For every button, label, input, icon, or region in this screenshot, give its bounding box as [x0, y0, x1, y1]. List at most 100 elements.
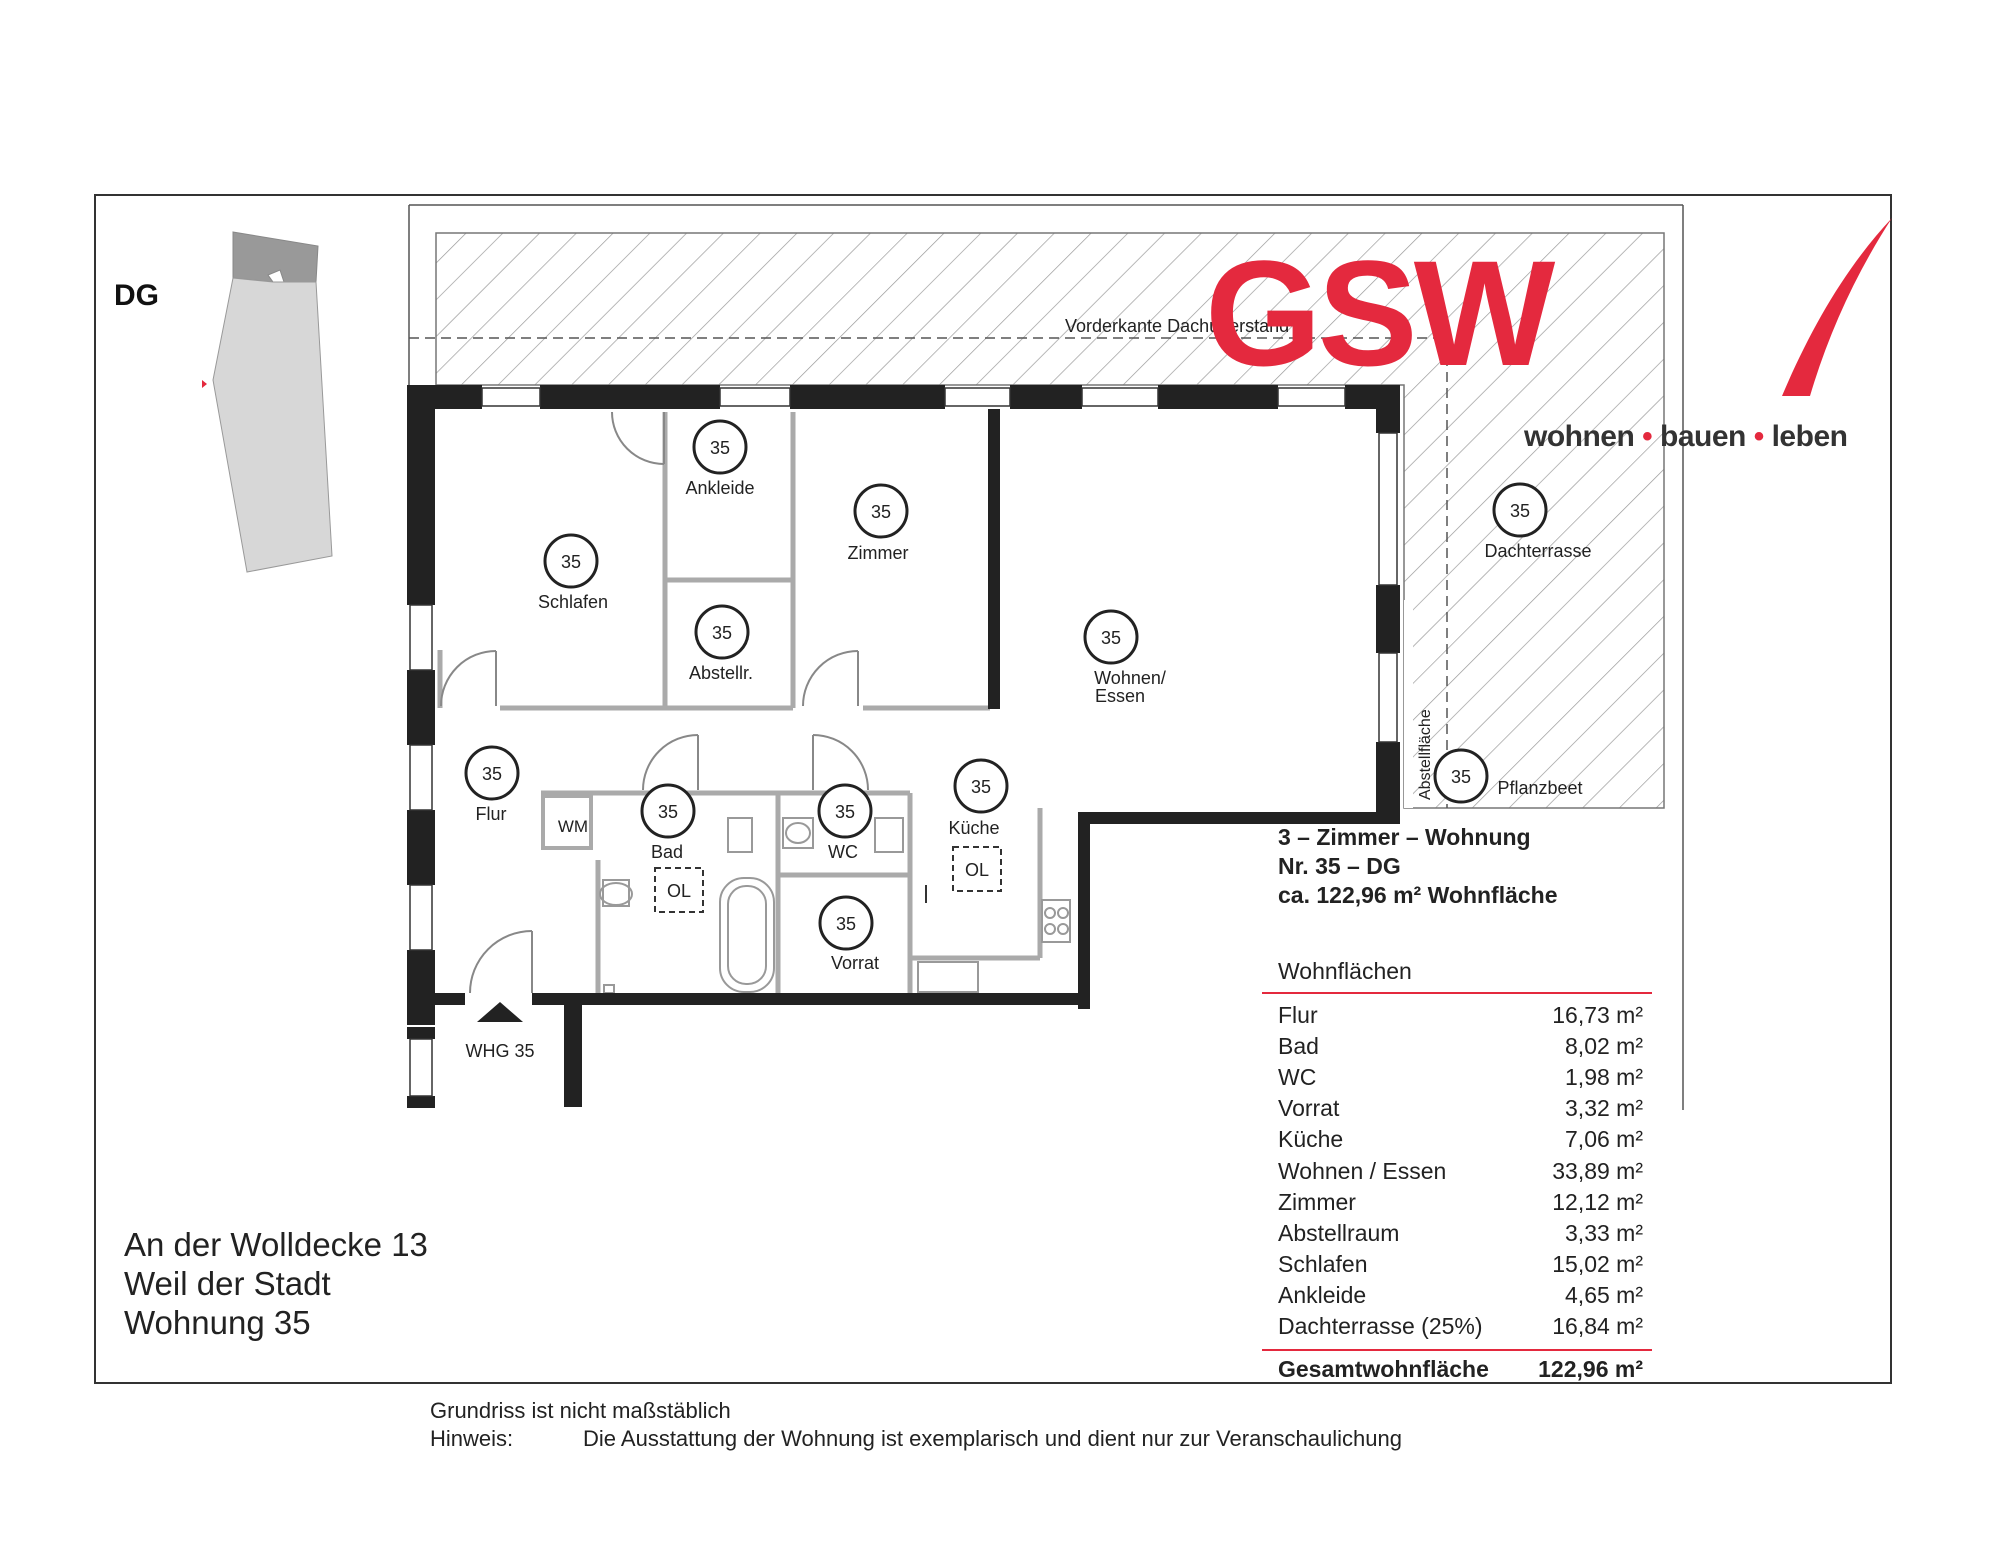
area-row: Dachterrasse (25%) 16,84 m² — [1278, 1313, 1643, 1344]
apartment-type: 3 – Zimmer – Wohnung — [1278, 824, 1531, 850]
area-row-value: 1,98 m² — [1565, 1064, 1643, 1091]
planter-label: Pflanzbeet — [1497, 778, 1582, 798]
tag-schlafen — [543, 533, 599, 589]
drawing-frame — [94, 194, 1892, 1384]
roof-area — [408, 204, 1684, 1110]
company-logo: GSW — [1205, 229, 1555, 397]
tag-dachterrasse — [1492, 482, 1548, 538]
tag-number: 35 — [836, 914, 856, 934]
tag-abstellr — [694, 604, 750, 660]
tag-number: 35 — [658, 802, 678, 822]
plan-labels: Vorderkante Dachüberstand 35 35 35 35 35… — [465, 316, 1591, 1061]
interior-partitions — [437, 412, 1043, 995]
exterior-walls — [407, 385, 1400, 1108]
area-row: Ankleide 4,65 m² — [1278, 1282, 1643, 1313]
area-row-name: Küche — [1278, 1126, 1344, 1153]
area-row-name: Wohnen / Essen — [1278, 1157, 1447, 1184]
tag-number: 35 — [1101, 628, 1121, 648]
tag-ankleide — [692, 419, 748, 475]
skylight-boxes — [654, 846, 1002, 913]
tag-bad — [640, 783, 696, 839]
tag-number: 35 — [1510, 501, 1530, 521]
address-city: Weil der Stadt — [124, 1265, 331, 1302]
room-label-kueche: Küche — [948, 818, 999, 838]
tag-number: 35 — [971, 777, 991, 797]
area-row-value: 7,06 m² — [1565, 1126, 1643, 1153]
tag-number: 35 — [835, 802, 855, 822]
area-row-name: Bad — [1278, 1033, 1319, 1060]
room-label-wc: WC — [828, 842, 858, 862]
apartment-number: Nr. 35 – DG — [1278, 853, 1401, 879]
room-label-bad: Bad — [651, 842, 683, 862]
eaves-label: Vorderkante Dachüberstand — [1065, 316, 1289, 336]
area-total-row: Gesamtwohnfläche 122,96 m² — [1278, 1356, 1643, 1387]
location-marker-icon — [202, 380, 207, 388]
entrance-arrow-icon — [477, 1002, 523, 1022]
area-row-name: Zimmer — [1278, 1188, 1356, 1215]
area-total-name: Gesamtwohnfläche — [1278, 1356, 1489, 1382]
area-row: Bad 8,02 m² — [1278, 1033, 1643, 1064]
room-label-wohnen: Wohnen/ — [1094, 668, 1166, 688]
company-slogan: wohnen • bauen • leben — [1524, 420, 1848, 454]
scale-note: Grundriss ist nicht maßstäblich — [430, 1398, 731, 1423]
slogan-word: leben — [1771, 420, 1848, 453]
area-row-value: 12,12 m² — [1552, 1188, 1643, 1215]
slogan-separator-icon: • — [1753, 420, 1765, 453]
room-label-schlafen: Schlafen — [538, 592, 608, 612]
area-total-value: 122,96 m² — [1538, 1356, 1643, 1382]
hint-label: Hinweis: — [430, 1426, 514, 1451]
logo-swoosh-icon — [1782, 218, 1892, 396]
area-row-value: 4,65 m² — [1565, 1281, 1643, 1308]
area-row-name: Abstellraum — [1278, 1219, 1400, 1246]
room-label-ankleide: Ankleide — [685, 478, 754, 498]
hint-text: Die Ausstattung der Wohnung ist exemplar… — [583, 1426, 1402, 1451]
area-row-name: Schlafen — [1278, 1250, 1368, 1277]
area-row-name: Dachterrasse (25%) — [1278, 1313, 1483, 1339]
room-label-flur: Flur — [476, 804, 507, 824]
windows — [409, 387, 1398, 1097]
entrance-label: WHG 35 — [465, 1041, 534, 1061]
area-row-value: 33,89 m² — [1552, 1157, 1643, 1184]
tag-number: 35 — [712, 623, 732, 643]
area-row: Küche 7,06 m² — [1278, 1126, 1643, 1157]
slogan-separator-icon: • — [1642, 420, 1653, 453]
tag-wohnen — [1083, 609, 1139, 665]
address-street: An der Wolldecke 13 — [124, 1226, 428, 1263]
area-row-value: 15,02 m² — [1552, 1250, 1643, 1277]
slogan-word: wohnen — [1524, 420, 1635, 453]
planter-side-label: Abstellfläche — [1417, 709, 1434, 800]
level-label: DG — [114, 279, 159, 312]
area-row-value: 3,32 m² — [1565, 1095, 1643, 1122]
tag-flur — [464, 745, 520, 801]
area-row-name: Flur — [1278, 1002, 1318, 1028]
area-table-title: Wohnflächen — [1278, 958, 1412, 984]
area-row-value: 8,02 m² — [1565, 1033, 1643, 1060]
sanitary-fixtures — [599, 817, 1071, 994]
skylight-label: OL — [965, 860, 989, 880]
tag-vorrat — [818, 895, 874, 951]
room-label-abstellr: Abstellr. — [689, 663, 753, 683]
area-table-divider — [1262, 1349, 1652, 1351]
area-row-value: 16,84 m² — [1552, 1313, 1643, 1339]
tag-zimmer — [853, 483, 909, 539]
skylight-label: OL — [667, 881, 691, 901]
area-row-name: Ankleide — [1278, 1281, 1367, 1308]
tag-kueche — [953, 758, 1009, 814]
area-row-name: Vorrat — [1278, 1095, 1340, 1122]
site-key-plan — [202, 231, 333, 573]
address-unit: Wohnung 35 — [124, 1304, 311, 1341]
area-row: Zimmer 12,12 m² — [1278, 1189, 1643, 1220]
area-row: Wohnen / Essen 33,89 m² — [1278, 1158, 1643, 1189]
room-label-dachterrasse: Dachterrasse — [1484, 541, 1591, 561]
room-label-essen: Essen — [1095, 686, 1145, 706]
area-row-value: 3,33 m² — [1565, 1219, 1643, 1246]
tag-number: 35 — [561, 552, 581, 572]
washing-machine-label: WM — [558, 817, 588, 836]
area-row: Vorrat 3,32 m² — [1278, 1095, 1643, 1126]
room-label-vorrat: Vorrat — [831, 953, 879, 973]
area-row: Schlafen 15,02 m² — [1278, 1251, 1643, 1282]
slogan-word: bauen — [1660, 420, 1746, 453]
